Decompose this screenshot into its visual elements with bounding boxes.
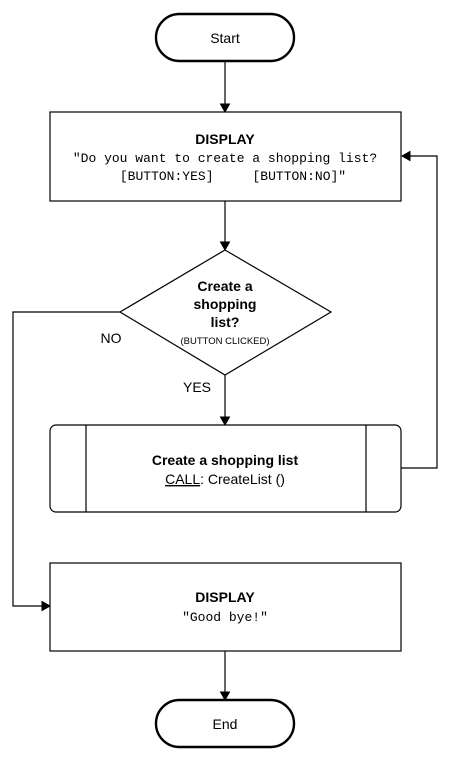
display-prompt-line2: [BUTTON:YES] [BUTTON:NO]" [120,169,346,184]
decision-shape [118,249,333,376]
start-shape [154,12,296,63]
arrowhead [219,691,231,702]
display-goodbye-line1: "Good bye!" [182,610,268,625]
decision-line2: shopping [194,296,257,312]
subprocess-title: Create a shopping list [152,452,299,468]
subprocess-shape [49,424,402,513]
decision-node: Create a shopping list? (BUTTON CLICKED) [118,249,333,376]
start-label: Start [210,30,240,46]
edge-subprocess-loop-back [401,155,438,469]
edge-label-yes: YES [183,379,211,395]
display-prompt-line1: "Do you want to create a shopping list? [73,151,377,166]
decision-note: (BUTTON CLICKED) [180,336,269,347]
subprocess-call-rest: : CreateList () [200,471,285,487]
decision-line3: list? [211,314,240,330]
display-prompt-box: DISPLAY "Do you want to create a shoppin… [49,111,402,202]
display-prompt-title: DISPLAY [195,131,255,147]
subprocess-call-keyword: CALL [165,471,200,487]
subprocess-call-line: CALL: CreateList () [165,471,285,487]
decision-line1: Create a [197,278,252,294]
display-goodbye-shape [49,562,402,652]
display-goodbye-box: DISPLAY "Good bye!" [49,562,402,652]
end-terminal: End [154,698,296,749]
arrowhead [219,416,231,427]
arrowhead [41,600,52,612]
subprocess-box: Create a shopping list CALL: CreateList … [49,424,402,513]
display-goodbye-title: DISPLAY [195,589,255,605]
edge-label-no: NO [101,330,122,346]
connectors [12,61,438,702]
edge-no-to-goodbye [12,311,120,607]
end-shape [154,698,296,749]
start-terminal: Start [154,12,296,63]
end-label: End [213,716,238,732]
arrowhead [219,103,231,114]
display-prompt-shape [49,111,402,202]
arrowhead [400,150,411,162]
arrowhead [219,241,231,252]
